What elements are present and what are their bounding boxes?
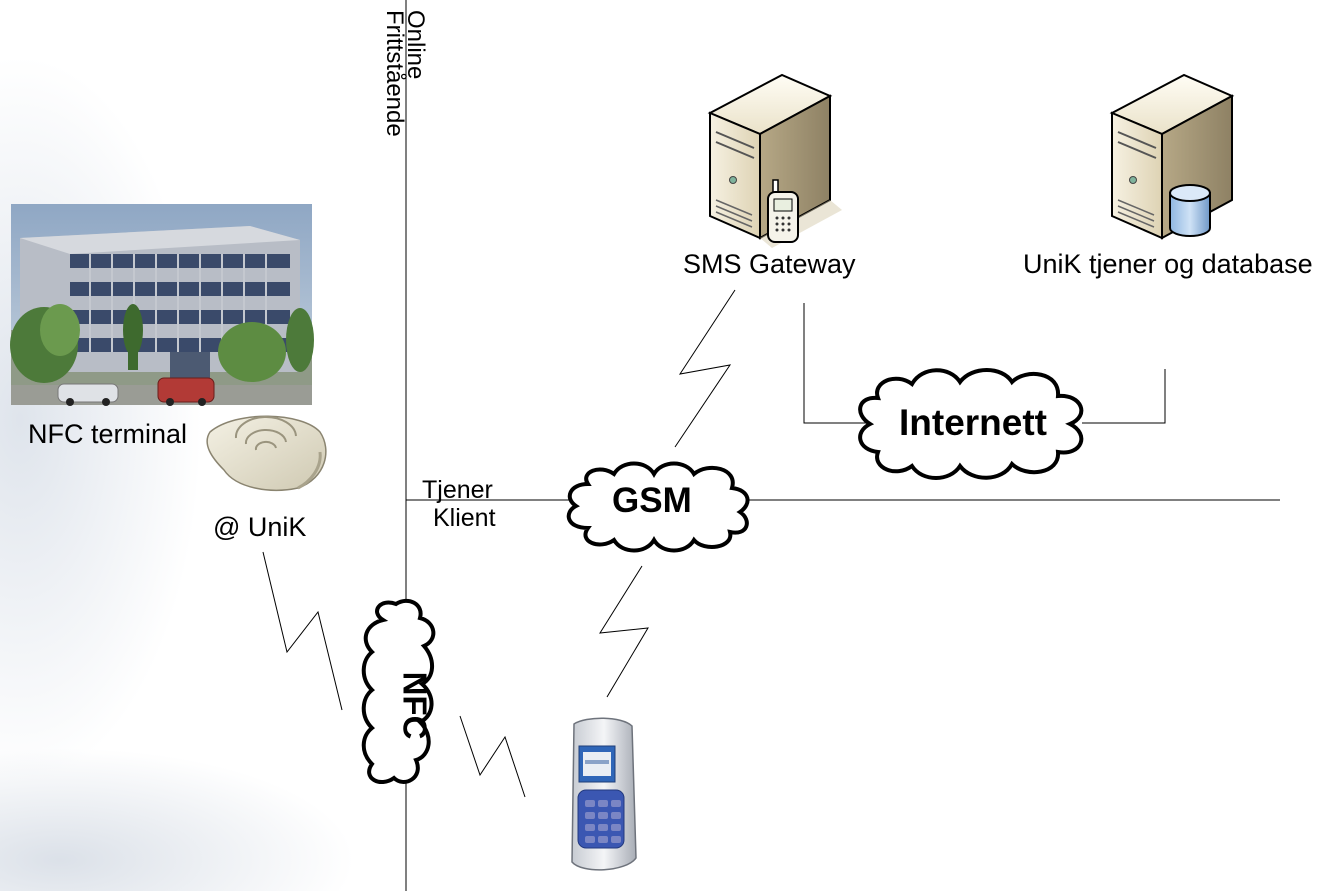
gsm-cloud-label: GSM	[612, 481, 692, 520]
internet-cloud	[858, 368, 1084, 480]
unik-server-label: UniK tjener og database	[1023, 249, 1313, 279]
reader-location-label: @ UniK	[213, 512, 307, 542]
nfc-phone-lightning	[459, 715, 526, 798]
gsm-gateway-lightning	[674, 289, 736, 448]
nfc-reader-icon	[206, 415, 327, 491]
phone-gsm-lightning	[599, 565, 649, 698]
internet-cloud-label: Internett	[899, 402, 1047, 443]
axis-label-frittstaende: Frittstående	[381, 10, 408, 137]
axis-label-klient: Klient	[433, 504, 496, 532]
sms-gateway-label: SMS Gateway	[683, 249, 856, 279]
mobile-phone-icon	[571, 717, 637, 871]
server-internet-connector	[1082, 369, 1166, 424]
vertical-axis-labels: Online Frittstående	[381, 10, 429, 137]
gateway-internet-connector	[803, 303, 870, 424]
nfc-cloud-label: NFC	[396, 671, 434, 739]
nfc-cloud-label-wrap: NFC	[380, 650, 450, 760]
reader-nfc-lightning	[262, 551, 343, 711]
nfc-terminal-label: NFC terminal	[28, 419, 188, 449]
server-with-phone-icon	[707, 73, 842, 248]
building-photo	[10, 204, 314, 406]
nfc-cloud	[361, 598, 436, 784]
axis-label-online: Online	[402, 10, 429, 80]
server-with-database-icon	[1109, 73, 1235, 240]
axis-label-tjener: Tjener	[422, 476, 493, 504]
gsm-cloud	[566, 461, 750, 553]
